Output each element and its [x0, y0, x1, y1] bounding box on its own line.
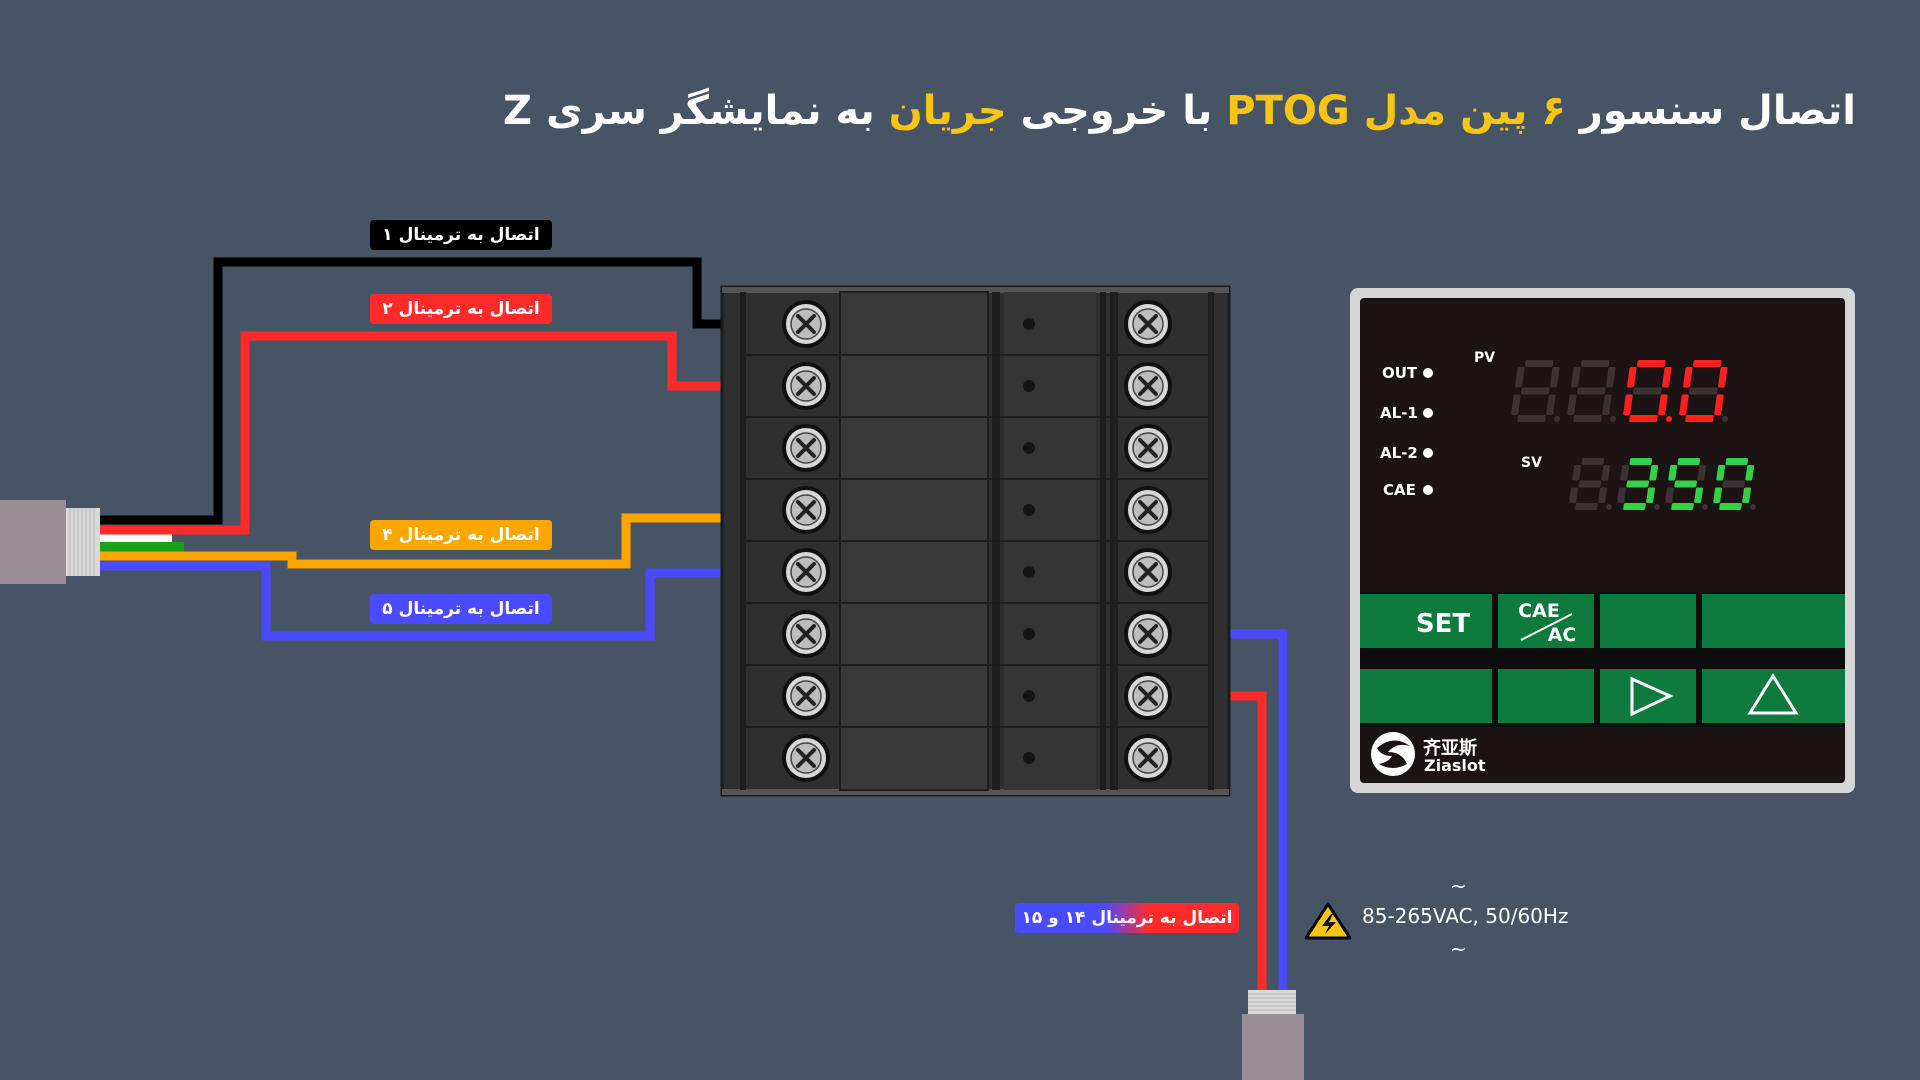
controller-display: OUT AL-1 AL-2 CAE PV SV: [1350, 288, 1855, 793]
terminal-screw-7: [782, 672, 830, 720]
indicator-out: OUT: [1382, 364, 1418, 382]
contact-dot: [1023, 504, 1035, 516]
terminal-screw-16: [1124, 734, 1172, 782]
terminal-screw-15: [1124, 672, 1172, 720]
label-terminal-5: اتصال به ترمینال ۵: [370, 594, 552, 624]
label-terminal-4: اتصال به ترمینال ۴: [370, 520, 552, 550]
wire-blue: [100, 561, 790, 641]
terminal-screw-13: [1124, 548, 1172, 596]
terminal-screw-9: [1124, 300, 1172, 348]
wire-red: [100, 331, 790, 535]
ac-label: AC: [1548, 624, 1577, 646]
contact-dot: [1023, 442, 1035, 454]
label-terminal-1: اتصال به ترمینال ۱: [370, 220, 552, 250]
power-spec: 85-265VAC, 50/60Hz: [1362, 904, 1569, 928]
seven-segment-digit: [1665, 458, 1708, 510]
cae-label: CAE: [1518, 600, 1560, 622]
terminal-screw-1: [782, 300, 830, 348]
seven-segment-digit: [1679, 360, 1728, 422]
contact-dot: [1023, 628, 1035, 640]
blank-button-1[interactable]: [1600, 594, 1696, 648]
seven-segment-digit: [1713, 458, 1756, 510]
brand-en: Ziaslot: [1424, 756, 1486, 775]
terminal-screw-4: [782, 486, 830, 534]
contact-dot: [1023, 318, 1035, 330]
cae-ac-button[interactable]: [1498, 594, 1594, 648]
seven-segment-digit: [1623, 360, 1672, 422]
seven-segment-digit: [1569, 458, 1612, 510]
set-button[interactable]: [1360, 594, 1492, 648]
blank-button-4[interactable]: [1498, 669, 1594, 723]
label-terminal-2: اتصال به ترمینال ۲: [370, 294, 552, 324]
indicator-list: OUT AL-1 AL-2 CAE: [1380, 364, 1433, 499]
button-panel: SET CAE AC: [1360, 592, 1845, 727]
terminal-screw-10: [1124, 362, 1172, 410]
indicator-al2: AL-2: [1380, 444, 1418, 462]
contact-dot: [1023, 752, 1035, 764]
indicator-out-led: [1423, 368, 1433, 378]
brand-logo: 齐亚斯 Ziaslot: [1371, 732, 1486, 776]
sensor-cable-left: [0, 500, 184, 584]
tilde-bottom: ~: [1450, 937, 1467, 961]
page-title: اتصال سنسور ۶ پین مدل PTOG با خروجی جریا…: [503, 88, 1856, 134]
shift-right-button[interactable]: [1600, 669, 1696, 723]
label-terminal-14-15: اتصال به ترمینال ۱۴ و ۱۵: [1015, 903, 1239, 933]
contact-dot: [1023, 380, 1035, 392]
wire-white-stub: [100, 532, 172, 542]
seven-segment-digit: [1567, 360, 1616, 422]
indicator-al1-led: [1423, 408, 1433, 418]
terminal-screw-8: [782, 734, 830, 782]
wire-green-stub: [100, 542, 184, 552]
sv-label: SV: [1521, 455, 1542, 471]
brand-cn: 齐亚斯: [1423, 737, 1477, 759]
terminal-screw-3: [782, 424, 830, 472]
terminal-screw-5: [782, 548, 830, 596]
terminal-block: [720, 285, 1231, 797]
tilde-top: ~: [1450, 874, 1467, 898]
sv-readout: [1569, 458, 1756, 510]
terminal-screw-2: [782, 362, 830, 410]
indicator-al2-led: [1423, 448, 1433, 458]
seven-segment-digit: [1617, 458, 1660, 510]
blank-button-3[interactable]: [1360, 669, 1492, 723]
terminal-screw-6: [782, 610, 830, 658]
set-button-label: SET: [1416, 609, 1470, 639]
wire-orange: [100, 513, 790, 569]
shift-right-icon: [1630, 676, 1674, 717]
high-voltage-icon: [1304, 902, 1352, 940]
indicator-al1: AL-1: [1380, 404, 1418, 422]
wire-black: [100, 257, 790, 525]
cae-ac-divider: [1520, 613, 1573, 641]
indicator-cae: CAE: [1383, 481, 1416, 499]
contact-dot: [1023, 690, 1035, 702]
pv-readout: [1511, 360, 1728, 422]
power-cable: [1242, 990, 1304, 1080]
terminal-screws: [782, 300, 1172, 782]
terminal-screw-14: [1124, 610, 1172, 658]
terminal-screw-12: [1124, 486, 1172, 534]
indicator-cae-led: [1423, 485, 1433, 495]
seven-segment-digit: [1511, 360, 1560, 422]
blank-button-2[interactable]: [1702, 594, 1845, 648]
contact-dot: [1023, 566, 1035, 578]
terminal-screw-11: [1124, 424, 1172, 472]
up-arrow-icon: [1747, 673, 1799, 715]
pv-label: PV: [1474, 350, 1495, 366]
